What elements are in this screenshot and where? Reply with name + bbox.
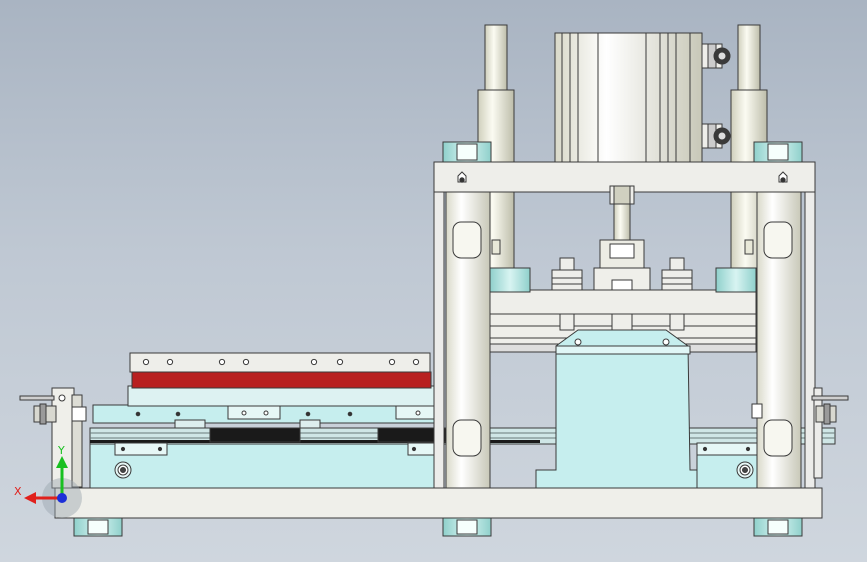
triad-y-arrowhead <box>56 456 68 468</box>
foot-left <box>73 517 123 537</box>
coordinate-triad: Y X <box>14 444 82 518</box>
red-pressing-pad <box>131 371 432 389</box>
pillar-left <box>445 191 491 489</box>
pneumatic-cylinder <box>554 32 703 163</box>
air-fitting-upper <box>701 43 731 69</box>
adjust-bolt-right <box>661 257 693 331</box>
frame-nut-left <box>442 141 492 163</box>
adjust-bolt-left <box>551 257 583 331</box>
bolt-head-left <box>114 461 132 479</box>
right-limit-sensor <box>751 387 849 479</box>
air-fitting-lower <box>701 123 731 149</box>
piston-rod <box>593 185 651 291</box>
triad-label-y: Y <box>57 444 65 457</box>
frame-nut-right <box>753 141 803 163</box>
bracket-left <box>114 442 168 456</box>
left-stopper-bracket <box>51 387 83 489</box>
moving-press-plate <box>487 289 757 315</box>
left-limit-sensor <box>19 395 87 425</box>
rail-slot <box>90 440 540 443</box>
foot-center <box>442 517 492 537</box>
triad-z-axis <box>57 493 67 503</box>
foot-right <box>753 517 803 537</box>
triad-label-x: X <box>14 485 22 498</box>
lower-die-block <box>535 329 713 489</box>
triad-x-arrowhead <box>24 492 36 504</box>
collar-right <box>715 267 757 293</box>
bolt-head-right <box>736 461 754 479</box>
pillar-right <box>756 191 802 489</box>
slider-carriage-black <box>209 427 301 443</box>
base-plate <box>54 487 823 519</box>
clamp-plate-holes <box>142 358 420 366</box>
frame-left-post <box>433 161 445 489</box>
top-clamp-plate <box>129 352 431 373</box>
fixture-block <box>127 385 435 407</box>
collar-left <box>489 267 531 293</box>
slide-gib <box>174 419 206 429</box>
